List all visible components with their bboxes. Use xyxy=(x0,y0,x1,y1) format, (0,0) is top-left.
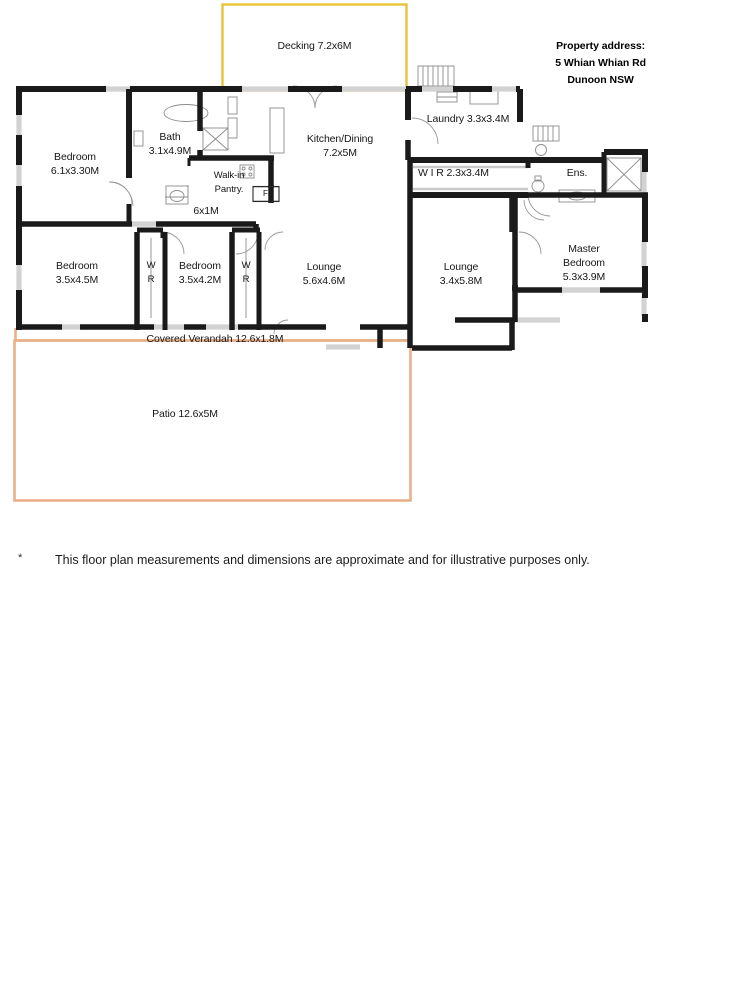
kitchen-bench-vertical xyxy=(269,107,285,154)
room-dimensions: 6.1x3.30M xyxy=(50,165,100,177)
door-swing-laundry xyxy=(411,117,439,145)
room-dimensions: 3.5x4.2M xyxy=(178,274,222,286)
room-dimensions: 5.6x4.6M xyxy=(302,275,346,287)
room-label-lounge-second: Lounge 3.4x5.8M xyxy=(418,260,504,288)
wardrobe-line2: R xyxy=(147,274,155,285)
room-dimensions: 7.2x5M xyxy=(323,147,357,159)
room-name: Kitchen/Dining xyxy=(306,133,374,145)
property-address-heading: Property address: xyxy=(556,40,646,52)
walls xyxy=(16,86,648,351)
room-name: Bedroom xyxy=(56,260,98,272)
walk-in-pantry-dimensions: 6x1M xyxy=(193,205,219,217)
property-address-locality: Dunoon NSW xyxy=(567,74,634,86)
toilet-ens-icon xyxy=(531,179,545,193)
shower-box-ens xyxy=(606,157,642,192)
wardrobe-line1: W xyxy=(146,260,156,271)
room-dimensions: 3.1x4.9M xyxy=(148,145,192,157)
door-swing-lounge-left xyxy=(264,231,284,251)
stairs-icon xyxy=(417,65,455,87)
toilet-bath-icon xyxy=(133,130,144,147)
patio-label: Patio 12.6x5M xyxy=(152,408,218,420)
wardrobe-label-right: W R xyxy=(234,259,258,287)
disclaimer-marker: * xyxy=(18,552,23,564)
room-name-line2: Bedroom xyxy=(563,257,605,269)
door-swing-lounge-bottom xyxy=(273,319,289,335)
pantry-cupboard xyxy=(227,117,238,139)
bathtub-icon xyxy=(163,104,209,122)
stairs-icon-2 xyxy=(532,125,560,142)
room-label-ensuite: Ens. xyxy=(566,167,588,179)
tall-cupboard xyxy=(227,96,238,115)
room-name-line1: Master xyxy=(568,243,600,255)
stove-icon xyxy=(239,164,255,179)
openings xyxy=(16,86,647,350)
room-name-line2: Pantry. xyxy=(214,184,244,195)
room-label-lounge-main: Lounge 5.6x4.6M xyxy=(278,260,370,288)
wardrobe-line2: R xyxy=(242,274,250,285)
property-address-block: Property address: 5 Whian Whian Rd Dunoo… xyxy=(555,38,646,89)
fridge-outline xyxy=(252,185,280,203)
door-swing-master xyxy=(518,231,542,255)
decking-label: Decking 7.2x6M xyxy=(277,40,352,52)
room-name: Bedroom xyxy=(179,260,221,272)
room-dimensions: 3.4x5.8M xyxy=(439,275,483,287)
room-label-wir: W I R 2.3x3.4M xyxy=(418,167,489,179)
door-swing-bath xyxy=(109,181,133,205)
room-label-bedroom-front-left: Bedroom 6.1x3.30M xyxy=(23,150,127,178)
basin-bath-icon xyxy=(169,190,185,202)
room-name-line1: Walk-in xyxy=(213,170,245,181)
room-name: Bedroom xyxy=(54,151,96,163)
disclaimer-text: This floor plan measurements and dimensi… xyxy=(55,553,590,567)
shower-box-bath xyxy=(202,127,229,151)
basin-small-icon xyxy=(535,144,547,156)
disclaimer-row: * This floor plan measurements and dimen… xyxy=(0,550,750,572)
room-label-kitchen-dining: Kitchen/Dining 7.2x5M xyxy=(285,132,395,160)
room-label-bedroom-rear-left: Bedroom 3.5x4.5M xyxy=(23,259,131,287)
verandah-label: Covered Verandah 12.6x1.8M xyxy=(146,333,284,345)
room-label-laundry: Laundry 3.3x3.4M xyxy=(426,113,510,125)
room-label-master-bedroom: Master Bedroom 5.3x3.9M xyxy=(534,242,634,284)
door-swing-bed-rear-mid xyxy=(235,231,259,255)
fridge-label: F xyxy=(263,189,269,198)
room-label-bedroom-rear-mid: Bedroom 3.5x4.2M xyxy=(167,259,233,287)
room-dimensions: 3.5x4.5M xyxy=(55,274,99,286)
door-swing-ens-lower xyxy=(523,199,545,221)
room-name: Lounge xyxy=(306,261,342,273)
property-address-street: 5 Whian Whian Rd xyxy=(555,57,646,69)
room-label-walk-in-pantry: Walk-in Pantry. xyxy=(190,169,268,197)
room-name: Bath xyxy=(159,131,181,143)
room-label-bath: Bath 3.1x4.9M xyxy=(137,130,203,158)
wardrobe-line1: W xyxy=(241,260,251,271)
room-name: Lounge xyxy=(443,261,479,273)
room-dimensions: 5.3x3.9M xyxy=(562,271,606,283)
wardrobe-label-left: W R xyxy=(139,259,163,287)
